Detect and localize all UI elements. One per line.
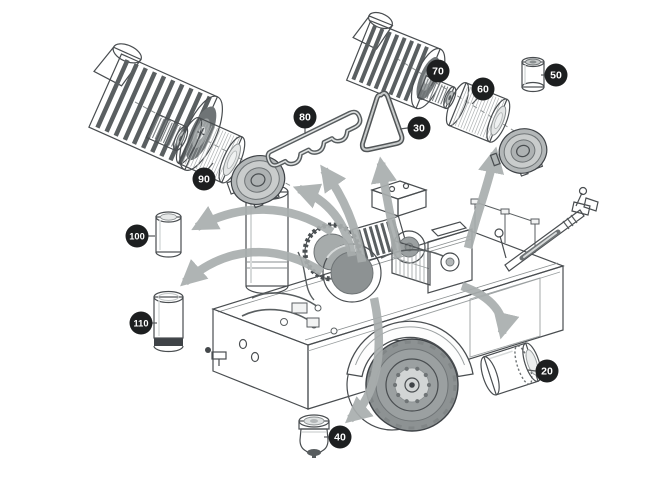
spin-on-oil-filter-20 xyxy=(480,342,542,396)
badge-leader-lines xyxy=(148,74,545,438)
callout-label-60: 60 xyxy=(477,84,489,96)
filter-cartridge-100 xyxy=(155,211,182,258)
callout-label-100: 100 xyxy=(129,232,145,242)
callout-badges: 20 30 40 50 60 70 80 90 xyxy=(125,59,568,449)
control-lever xyxy=(494,228,507,259)
filter-end-cap-middle xyxy=(489,128,548,177)
lug-bolts xyxy=(392,366,432,404)
callout-badge-70: 70 xyxy=(426,59,450,83)
arrow-to-filter-110 xyxy=(180,247,325,287)
arrow-to-belt xyxy=(370,156,403,259)
v-belt-30 xyxy=(359,90,405,153)
valve-cover-gasket-80 xyxy=(265,109,363,168)
filter-end-cap-left xyxy=(226,155,286,209)
callout-label-50: 50 xyxy=(550,70,562,82)
wheel xyxy=(346,338,459,432)
air-filter-element-90 xyxy=(175,116,246,184)
fuel-filter-bowl-40 xyxy=(298,414,330,458)
hitch-handle xyxy=(575,186,588,207)
callout-label-90: 90 xyxy=(198,174,210,186)
air-filter-element-60 xyxy=(445,82,511,143)
callout-label-80: 80 xyxy=(299,112,311,124)
arrow-to-cap-left xyxy=(292,183,357,257)
callout-label-70: 70 xyxy=(432,66,444,78)
engine-block xyxy=(380,221,473,294)
towbar xyxy=(504,186,599,272)
air-filter-housing-left xyxy=(88,43,223,171)
callout-label-30: 30 xyxy=(413,123,425,135)
arrow-to-filter-40 xyxy=(344,297,383,424)
callout-label-40: 40 xyxy=(334,432,346,444)
cooler-grid xyxy=(391,239,431,286)
piping xyxy=(241,251,338,335)
callout-label-110: 110 xyxy=(134,319,149,329)
tow-lug xyxy=(205,347,227,366)
filter-cartridge-110 xyxy=(153,290,184,353)
arrow-to-filter-20 xyxy=(460,281,520,340)
callout-badge-60: 60 xyxy=(471,77,495,101)
flow-arrows xyxy=(180,146,520,424)
arrow-to-gasket xyxy=(320,164,367,263)
filter-canister-50 xyxy=(521,56,545,93)
callout-label-20: 20 xyxy=(541,366,553,378)
callout-badge-100: 100 xyxy=(125,224,149,248)
callout-badge-30: 30 xyxy=(407,116,431,140)
callout-badge-40: 40 xyxy=(328,425,352,449)
arrow-to-filter-100 xyxy=(191,205,335,236)
callout-badge-80: 80 xyxy=(293,105,317,129)
callout-badge-20: 20 xyxy=(535,359,559,383)
callout-badge-90: 90 xyxy=(192,167,216,191)
callout-badge-110: 110 xyxy=(129,311,153,335)
muffler-box xyxy=(370,180,428,217)
callout-badge-50: 50 xyxy=(544,63,568,87)
compressor-machine xyxy=(205,180,599,432)
air-filter-housing-middle xyxy=(345,11,446,110)
